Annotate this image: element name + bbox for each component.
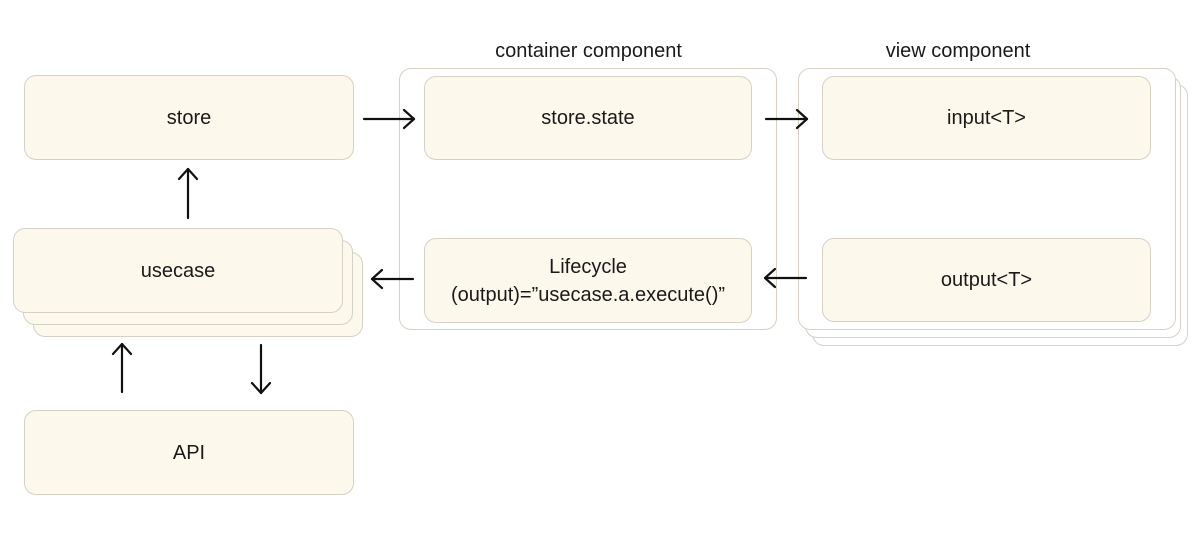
arrow-api-to-usecase <box>111 342 133 394</box>
input-node: input<T> <box>822 76 1151 160</box>
api-node: API <box>24 410 354 495</box>
store-state-label: store.state <box>541 107 635 129</box>
container-component-title: container component <box>495 40 682 62</box>
lifecycle-label: Lifecycle <box>549 255 627 278</box>
api-label: API <box>172 441 206 464</box>
arrow-usecase-to-store <box>177 167 199 220</box>
arrow-lifecycle-to-usecase <box>370 268 415 290</box>
arrow-store-state-to-input <box>764 108 809 130</box>
store-node: store <box>24 75 354 160</box>
view-component-title: view component <box>885 40 1031 62</box>
output-label: output<T> <box>940 269 1033 291</box>
usecase-node: usecase <box>13 228 343 313</box>
input-label: input<T> <box>947 107 1026 129</box>
store-label: store <box>166 106 212 129</box>
arrow-output-to-lifecycle <box>763 267 808 289</box>
store-state-node: store.state <box>424 76 752 160</box>
lifecycle-node: Lifecycle (output)=”usecase.a.execute()” <box>424 238 752 323</box>
usecase-label: usecase <box>140 259 216 282</box>
arrow-usecase-to-api <box>250 343 272 395</box>
output-node: output<T> <box>822 238 1151 322</box>
lifecycle-binding-label: (output)=”usecase.a.execute()” <box>450 283 726 306</box>
arrow-store-to-store-state <box>362 108 416 130</box>
